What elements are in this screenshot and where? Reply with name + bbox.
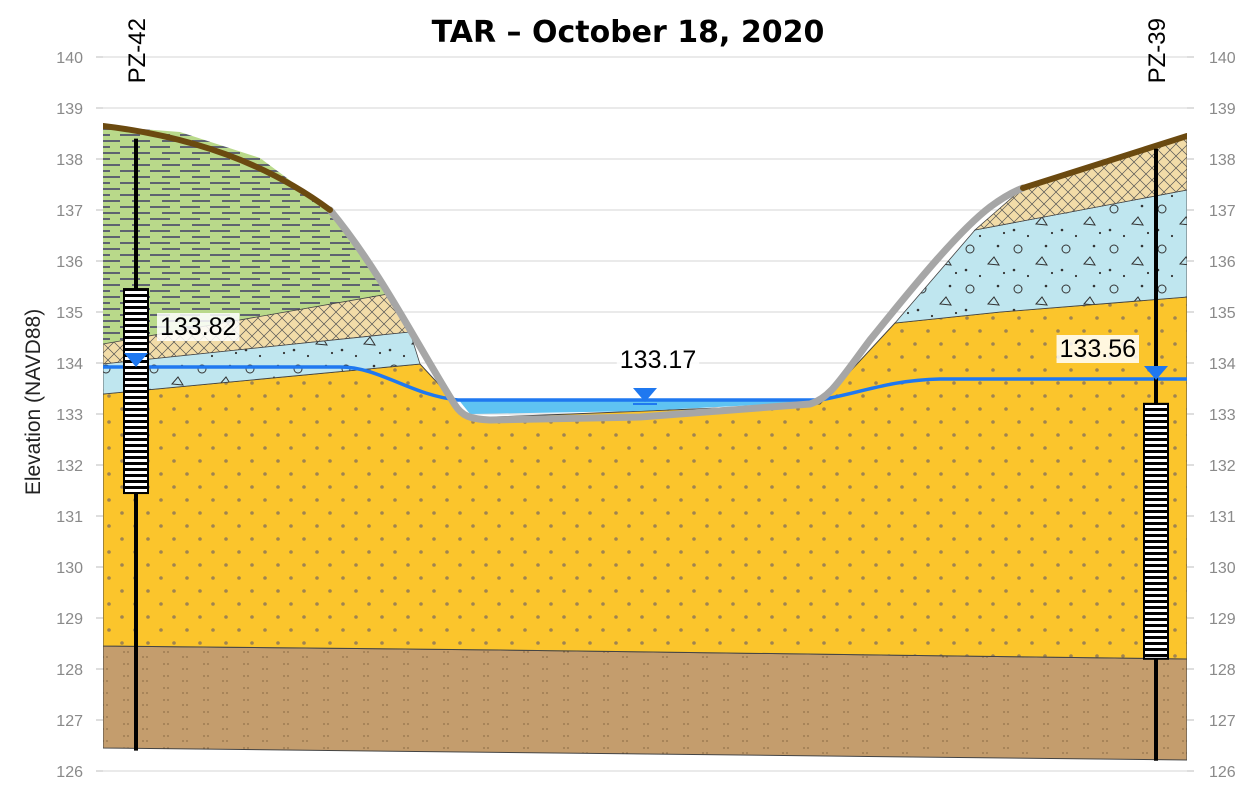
monitoring-wells: PZ-42 PZ-39 bbox=[123, 18, 1171, 761]
water-level-label-pz39: 133.56 bbox=[1060, 335, 1136, 363]
well-pz-42: PZ-42 bbox=[123, 18, 151, 751]
water-level-triangle-icon bbox=[633, 388, 657, 402]
stream-water bbox=[458, 399, 820, 414]
well-screen bbox=[1143, 402, 1169, 660]
tick-label-right: 131 bbox=[1209, 509, 1236, 526]
tick-label-right: 140 bbox=[1209, 50, 1236, 67]
tick-label-left: 133 bbox=[56, 407, 83, 424]
water-table-line bbox=[103, 365, 1187, 402]
water-level-markers: 133.82 133.17 133.56 bbox=[124, 313, 1168, 405]
tick-label-left: 135 bbox=[56, 305, 83, 322]
label-background bbox=[157, 313, 240, 341]
well-screen bbox=[123, 288, 149, 495]
tick-label-right: 135 bbox=[1209, 305, 1236, 322]
well-pz-39: PZ-39 bbox=[1143, 18, 1171, 761]
well-label: PZ-39 bbox=[1144, 18, 1171, 83]
tick-label-right: 126 bbox=[1209, 764, 1236, 781]
tick-label-left: 136 bbox=[56, 254, 83, 271]
water-level-label-pz42: 133.82 bbox=[160, 313, 236, 341]
silt-layer bbox=[103, 126, 388, 344]
water-level-triangle-icon bbox=[124, 353, 148, 367]
label-background bbox=[1056, 335, 1139, 363]
tick-label-left: 127 bbox=[56, 713, 83, 730]
ground-surface-right bbox=[1020, 133, 1187, 191]
tick-label-left: 140 bbox=[56, 50, 83, 67]
gravel-layer-left bbox=[103, 331, 421, 395]
tick-label-right: 130 bbox=[1209, 560, 1236, 577]
well-label: PZ-42 bbox=[124, 18, 151, 83]
y-axis-right: 126 127 128 129 130 131 132 133 134 135 136 137 138 1… bbox=[1187, 50, 1236, 781]
y-axis-left: 126 127 128 129 130 131 132 133 134 135 136 137 138 1… bbox=[56, 50, 103, 781]
ground-surface-left bbox=[103, 123, 333, 213]
tick-label-left: 130 bbox=[56, 560, 83, 577]
clay-layer bbox=[103, 645, 1187, 761]
tick-label-left: 131 bbox=[56, 509, 83, 526]
tick-label-left: 126 bbox=[56, 764, 83, 781]
tick-label-left: 134 bbox=[56, 356, 83, 373]
tick-label-right: 128 bbox=[1209, 662, 1236, 679]
tick-label-right: 134 bbox=[1209, 356, 1236, 373]
water-level-triangle-icon bbox=[1144, 366, 1168, 380]
tick-label-right: 139 bbox=[1209, 101, 1236, 118]
water-level-label-stream: 133.17 bbox=[620, 346, 696, 374]
tick-label-right: 133 bbox=[1209, 407, 1236, 424]
tick-label-left: 128 bbox=[56, 662, 83, 679]
tick-label-right: 136 bbox=[1209, 254, 1236, 271]
tick-label-right: 137 bbox=[1209, 203, 1236, 220]
y-axis-label: Elevation (NAVD88) bbox=[22, 309, 45, 495]
label-background bbox=[616, 346, 700, 374]
tick-label-right: 132 bbox=[1209, 458, 1236, 475]
channel-bank bbox=[326, 184, 1027, 424]
tick-label-left: 132 bbox=[56, 458, 83, 475]
tick-label-left: 137 bbox=[56, 203, 83, 220]
tick-label-left: 138 bbox=[56, 152, 83, 169]
chart-title: TAR – October 18, 2020 bbox=[432, 15, 825, 50]
tick-label-left: 129 bbox=[56, 611, 83, 628]
tick-label-left: 139 bbox=[56, 101, 83, 118]
tick-label-right: 127 bbox=[1209, 713, 1236, 730]
tick-label-right: 129 bbox=[1209, 611, 1236, 628]
tick-label-right: 138 bbox=[1209, 152, 1236, 169]
